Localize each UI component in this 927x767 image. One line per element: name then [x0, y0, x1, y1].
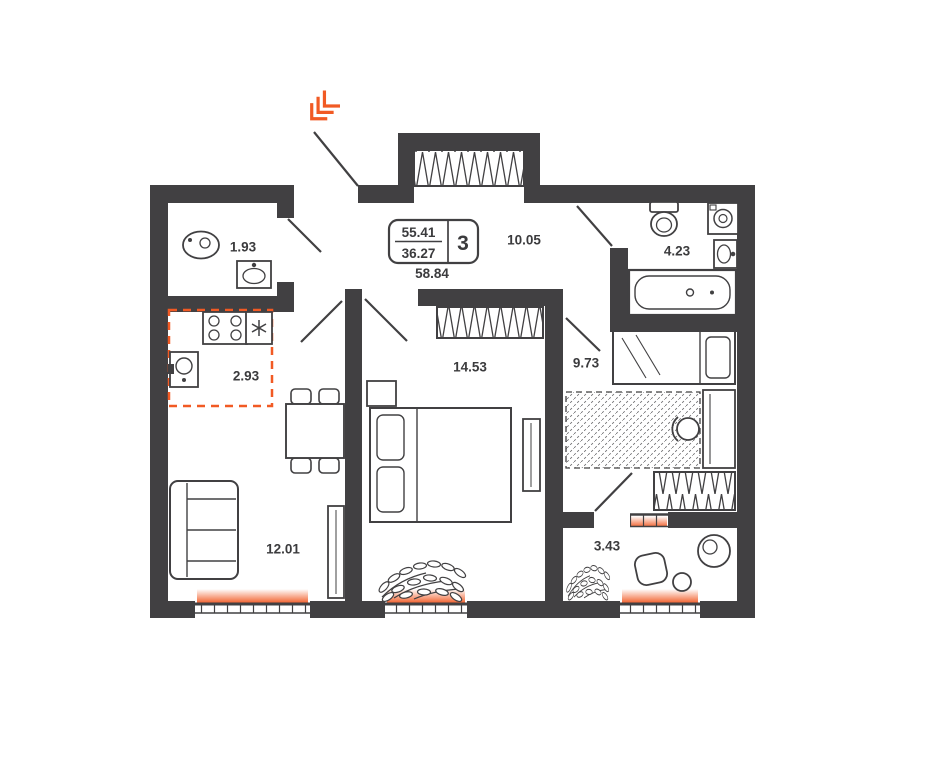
- pillow: [376, 466, 405, 513]
- door-bedroom2: [565, 317, 601, 352]
- desk-chair-icon: [671, 416, 700, 442]
- room-label-hallway: 10.05: [501, 229, 547, 251]
- door-swings: [287, 131, 633, 512]
- door-entrance: [313, 131, 359, 187]
- wall-niche-left: [398, 133, 414, 203]
- entrance-chevrons-icon: [310, 90, 340, 121]
- wall-bath-bottom: [610, 315, 737, 332]
- washbasin-icon: [236, 260, 272, 289]
- wall-bottom-4: [700, 601, 755, 618]
- single-bed: [612, 330, 736, 385]
- kitchen-sink-icon: [168, 351, 199, 388]
- room-area-living: 12.01: [266, 542, 300, 557]
- double-bed: [366, 380, 512, 523]
- wall-balcony-1: [563, 512, 594, 528]
- overall-area: 58.84: [415, 266, 449, 281]
- pillow: [376, 414, 405, 461]
- bath-sink-icon: [713, 239, 738, 269]
- wc-sink-icon: [182, 230, 220, 260]
- bedroom2-wardrobe: [653, 471, 736, 511]
- wall-niche-top: [398, 133, 540, 149]
- toilet-icon: [649, 201, 679, 237]
- window-balcony: [620, 589, 700, 614]
- window-living: [195, 589, 310, 614]
- chair-icon: [318, 457, 340, 474]
- wall-wc-kitchen: [168, 296, 294, 312]
- nightstand: [366, 380, 397, 407]
- dining-table: [285, 388, 345, 474]
- title-block: 55.41 36.27 3 58.84: [387, 218, 480, 281]
- room-label-bedroom2: 9.73: [566, 352, 606, 374]
- wall-left: [150, 185, 168, 618]
- total-area: 55.41: [402, 225, 436, 240]
- door-kitchen: [300, 300, 343, 343]
- sofa: [169, 480, 239, 580]
- wall-bottom-3: [467, 601, 620, 618]
- room-label-bedroom: 14.53: [447, 356, 493, 378]
- wall-wc-top: [277, 185, 294, 218]
- room-area-bedroom: 14.53: [453, 360, 487, 375]
- kitchen-zone-outline: [167, 308, 274, 408]
- wall-right: [737, 185, 755, 618]
- room-area-bedroom2: 9.73: [573, 356, 600, 371]
- desk: [702, 389, 736, 469]
- balcony-chair-icon: [633, 551, 669, 587]
- room-label-balcony: 3.43: [587, 535, 627, 557]
- bathtub-icon: [627, 268, 738, 317]
- plant-icon: [565, 564, 612, 602]
- pillow: [705, 336, 731, 379]
- hall-closet: [413, 149, 525, 187]
- room-area-balcony: 3.43: [594, 539, 621, 554]
- door-balcony: [594, 472, 633, 512]
- balcony-armchair-icon: [697, 534, 731, 568]
- tv-stand: [327, 505, 345, 599]
- door-wc: [287, 218, 322, 253]
- room-label-bathroom: 4.23: [657, 240, 697, 262]
- bedroom-shelf: [522, 418, 541, 492]
- room-label-wc: 1.93: [223, 236, 263, 258]
- window-balcony-door: [630, 513, 668, 528]
- chair-icon: [290, 388, 312, 405]
- rooms-count: 3: [457, 232, 469, 255]
- wall-bottom-1: [150, 601, 195, 618]
- room-label-living: 12.01: [260, 538, 306, 560]
- wall-bottom-2: [310, 601, 385, 618]
- stove-icon: [202, 311, 248, 345]
- chair-icon: [290, 457, 312, 474]
- chair-icon: [318, 388, 340, 405]
- room-area-kitchen: 2.93: [233, 369, 260, 384]
- wall-top-c: [524, 185, 755, 203]
- room-area-bathroom: 4.23: [664, 244, 691, 259]
- room-area-wc: 1.93: [230, 240, 257, 255]
- door-bathroom: [576, 205, 613, 247]
- wall-bedroom-left: [345, 289, 362, 601]
- wall-top-a: [150, 185, 290, 203]
- wall-bath-left: [610, 248, 628, 332]
- room-label-kitchen: 2.93: [226, 365, 266, 387]
- fridge-snowflake-icon: [245, 311, 273, 345]
- wall-hall-bedroom: [418, 289, 545, 306]
- wall-balcony-2: [668, 512, 737, 528]
- living-area: 36.27: [402, 246, 436, 261]
- door-bedroom: [364, 298, 408, 342]
- room-area-hallway: 10.05: [507, 233, 541, 248]
- walls: [150, 133, 755, 618]
- bedroom-wardrobe: [436, 306, 544, 339]
- balcony-table-icon: [672, 572, 692, 592]
- wall-bedroom-divider: [545, 289, 563, 601]
- washing-machine-icon: [707, 202, 739, 235]
